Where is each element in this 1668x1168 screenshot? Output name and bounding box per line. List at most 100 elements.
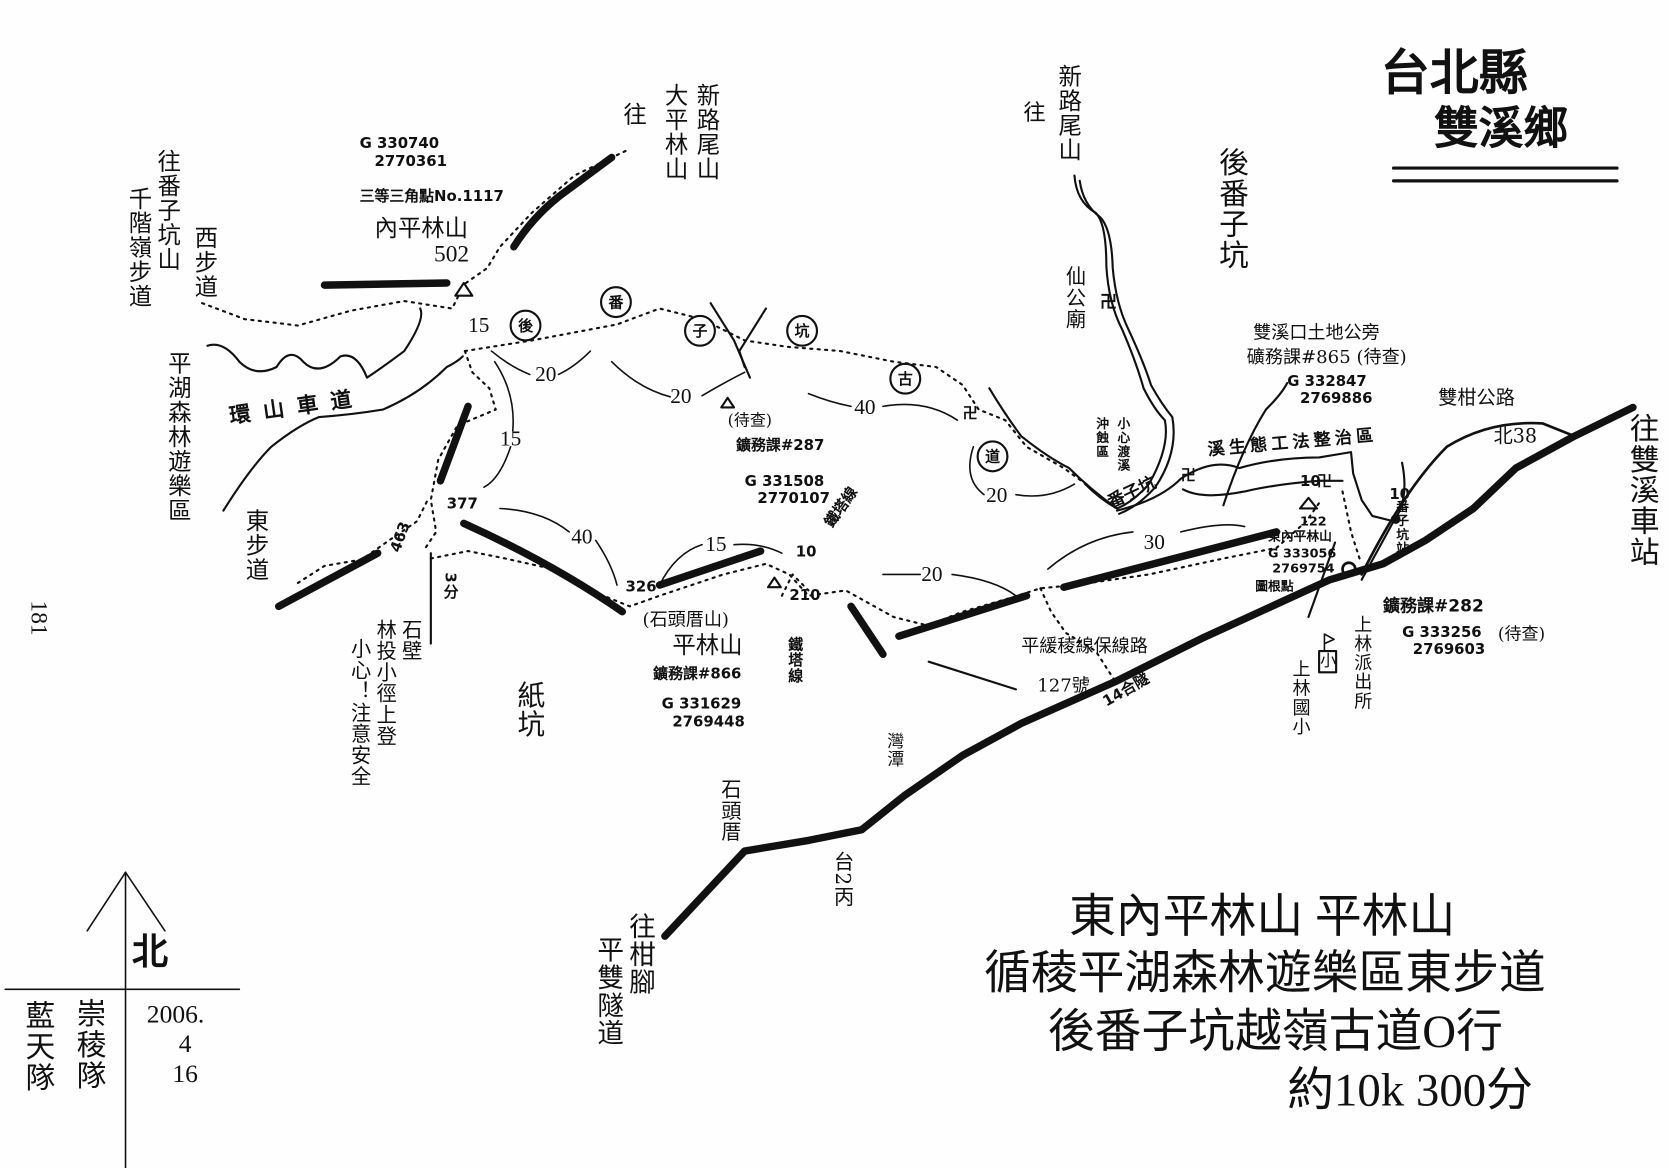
- pending-label: (待查): [727, 410, 773, 430]
- label-dapinglin: 大平林山: [660, 82, 688, 181]
- label-lintou-path: 林投小徑上登: [373, 619, 397, 747]
- date-month: 4: [178, 1030, 192, 1059]
- gps-coord: 2769754: [1272, 560, 1335, 576]
- benchmark-label: 圖根點: [1255, 578, 1294, 594]
- county-title: 台北縣: [1380, 43, 1528, 102]
- trail-marker: 番: [599, 286, 632, 319]
- temple-icon: 卍: [1099, 291, 1118, 312]
- highway-tai2bing: [661, 403, 1637, 940]
- route-title-line1: 東內平林山 平林山: [1069, 890, 1456, 943]
- time-label: 10: [1299, 473, 1321, 491]
- team-chongling: 崇稜隊: [72, 997, 108, 1091]
- label-tower-127: 127號: [1037, 675, 1090, 697]
- label-tudigong: 雙溪口土地公旁: [1253, 322, 1380, 344]
- station-icon: [1390, 514, 1401, 524]
- label-pingshuang-tunnel: 平雙隧道: [593, 936, 625, 1047]
- label-ridge-road: 平緩稜線保線路: [1021, 636, 1148, 658]
- tower-line-label: 鐵塔線: [786, 636, 804, 685]
- mining-label: 鑛務課#287: [736, 437, 825, 455]
- township-title: 雙溪鄉: [1434, 102, 1569, 155]
- date-day: 16: [172, 1060, 198, 1089]
- label-east-trail: 東步道: [241, 508, 269, 582]
- gps-coord: 2769448: [672, 713, 745, 731]
- police-icon: [1341, 561, 1357, 577]
- time-label: 30: [1143, 530, 1165, 555]
- ridge-lines: [274, 153, 1281, 658]
- gps-coord: G 330740: [359, 135, 440, 153]
- triangulation-label: 三等三角點No.1117: [359, 188, 504, 206]
- label-to-shuangxi-station: 往雙溪車站: [1625, 412, 1661, 568]
- label-xiangong-temple: 仙公廟: [1062, 265, 1087, 330]
- time-label: 20: [921, 562, 943, 587]
- label-xinluwei-east: 新路尾山: [1054, 63, 1081, 162]
- gps-coord: G 332847: [1287, 373, 1367, 391]
- team-lantian: 藍天隊: [21, 999, 57, 1093]
- route-title-line4: 約10k 300分: [1287, 1063, 1533, 1116]
- label-fanzikeng-station: 番子坑站: [1394, 499, 1410, 556]
- label-neipinglin: 內平林山: [374, 215, 469, 243]
- label-to-prefix: 往: [623, 102, 647, 129]
- label-shitoucuo-mt: (石頭厝山): [642, 609, 729, 631]
- label-xinluwei: 新路尾山: [692, 82, 720, 181]
- temple-icon: 卍: [1180, 467, 1196, 485]
- label-pinghu-park: 平湖森林遊樂區: [163, 351, 191, 523]
- label-shibi: 石壁: [398, 619, 423, 662]
- label-shanglin-school: 上林國小: [1288, 659, 1310, 737]
- gps-coord: G 331629: [661, 695, 742, 713]
- gps-coord: 2769603: [1412, 641, 1486, 659]
- label-to-prefix: 往: [1023, 99, 1046, 126]
- trail-marker: 古: [889, 362, 922, 395]
- pending-label: (待查): [1497, 623, 1546, 644]
- school-icon: [1318, 649, 1338, 674]
- time-label: 20: [986, 484, 1008, 508]
- label-pinglin: 平林山: [672, 632, 743, 660]
- time-label: 40: [571, 525, 593, 549]
- mining-label: 鑛務課#282: [1382, 595, 1484, 616]
- trail-marker: 後: [509, 309, 542, 342]
- trail-marker: 道: [976, 440, 1009, 473]
- route-title-line3: 後番子坑越嶺古道O行: [1047, 1005, 1503, 1058]
- label-wantan: 灣潭: [884, 731, 905, 769]
- gps-coord: G 333056: [1268, 545, 1337, 561]
- label-caution: 小心！注意安全: [347, 638, 372, 788]
- label-shanglin-police: 上林派出所: [1349, 614, 1372, 711]
- route-title-line2: 循稜平湖森林遊樂區東步道: [984, 946, 1546, 999]
- label-to-ganjiao: 往柑腳: [625, 912, 657, 996]
- flag-icon: [1323, 633, 1335, 652]
- time-label: 15: [499, 427, 522, 452]
- label-tai2bing: 台2丙: [830, 851, 855, 908]
- time-label: 20: [535, 362, 557, 387]
- mining-label: 鑛務課#866: [653, 665, 742, 683]
- time-label: 3分: [441, 572, 459, 600]
- gps-coord: 2770361: [374, 153, 448, 171]
- elevation-label: 377: [446, 495, 478, 513]
- page-number: 181: [26, 600, 53, 636]
- school-box-label: 小: [1320, 651, 1337, 671]
- label-erosion-zone: 沖蝕區: [1094, 417, 1110, 459]
- time-label: 10: [795, 543, 817, 561]
- gps-coord: G 333256: [1402, 624, 1482, 642]
- label-shitoucuo: 石頭厝: [718, 778, 742, 843]
- label-west-trail: 西步道: [190, 225, 218, 299]
- label-zhikeng: 紙坑: [512, 680, 545, 739]
- road-bei38: [1360, 421, 1576, 576]
- gps-coord: 2769886: [1299, 390, 1373, 408]
- label-qianjie-trail: 千階嶺步道: [124, 186, 152, 309]
- label-bei38: 北38: [1493, 425, 1538, 448]
- north-arrow: [4, 871, 241, 1168]
- elevation-label: 210: [789, 587, 821, 605]
- label-shuanggan-road: 雙柑公路: [1438, 387, 1515, 410]
- time-label: 20: [670, 385, 692, 409]
- mining-label: 礦務課#865 (待查): [1246, 346, 1407, 369]
- label-hou-fanzikeng: 後番子坑: [1214, 146, 1250, 271]
- time-label: 15: [705, 532, 727, 557]
- temple-icon: 卍: [962, 405, 978, 423]
- label-east-neipinglin: 東內平林山: [1268, 528, 1332, 544]
- time-label: 15: [468, 313, 490, 338]
- summit-icon: [454, 281, 1319, 589]
- label-careful-crossing: 小心渡溪: [1115, 417, 1131, 473]
- time-label: 10: [1389, 486, 1411, 504]
- label-to-fanzikeng: 往番子坑山: [153, 148, 180, 272]
